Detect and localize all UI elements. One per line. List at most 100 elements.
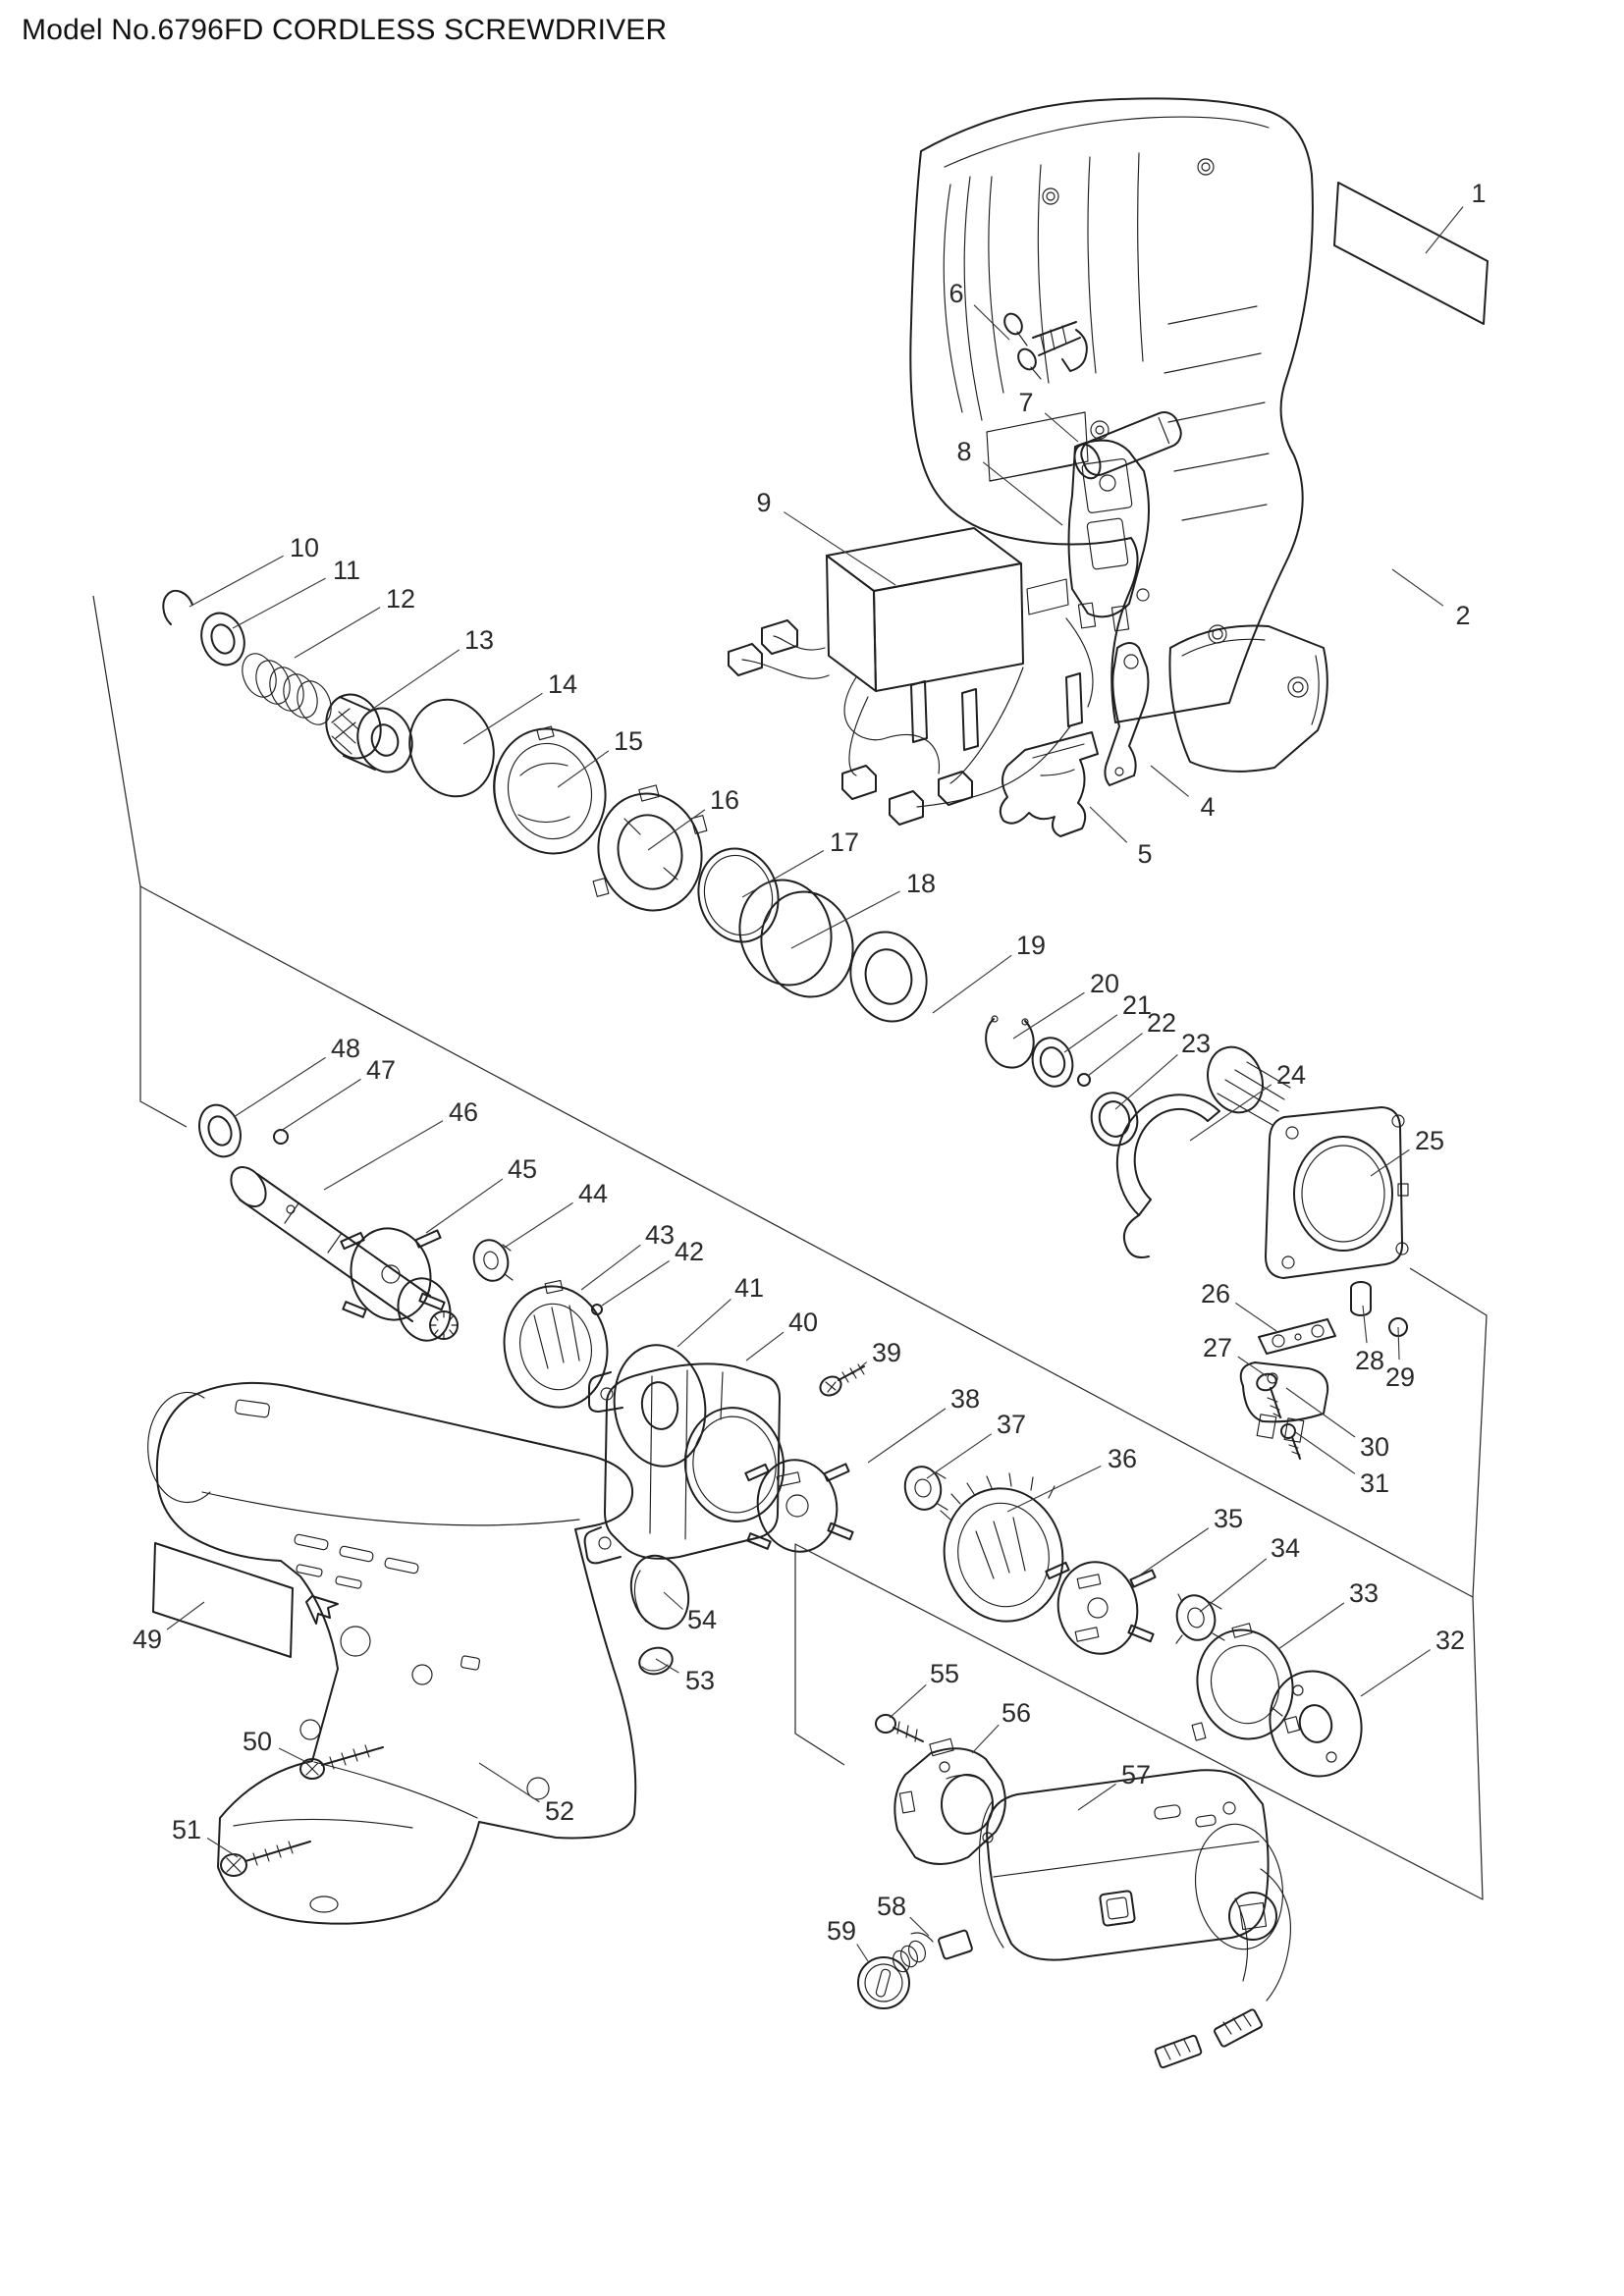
leader-line-26 xyxy=(1235,1302,1277,1332)
group-brackets xyxy=(92,595,1488,1900)
part-number-32: 32 xyxy=(1435,1626,1465,1655)
part-52-drawing xyxy=(147,1381,637,1925)
part-9-drawing xyxy=(728,527,1094,826)
leader-line-53 xyxy=(655,1658,679,1674)
leader-line-57 xyxy=(1077,1783,1116,1811)
part-15-drawing xyxy=(493,725,607,855)
part-30-drawing xyxy=(1239,1362,1329,1443)
group-bracket-motor xyxy=(794,1543,1484,1900)
part-10-drawing xyxy=(162,589,193,625)
part-1-drawing xyxy=(1333,182,1489,325)
leader-line-48 xyxy=(233,1056,326,1118)
part-number-16: 16 xyxy=(710,785,739,815)
leader-line-34 xyxy=(1199,1558,1268,1613)
part-21-drawing xyxy=(1031,1037,1074,1088)
part-number-22: 22 xyxy=(1147,1008,1176,1038)
part-11-drawing xyxy=(200,612,245,667)
part-26-drawing xyxy=(1258,1318,1336,1355)
part-number-31: 31 xyxy=(1360,1468,1389,1498)
part-12-drawing xyxy=(242,653,332,725)
part-number-28: 28 xyxy=(1355,1346,1384,1375)
leader-line-10 xyxy=(189,555,284,608)
part-number-2: 2 xyxy=(1455,601,1470,630)
part-number-30: 30 xyxy=(1360,1432,1389,1462)
leader-line-17 xyxy=(741,850,825,898)
part-28-drawing xyxy=(1350,1281,1372,1316)
part-number-42: 42 xyxy=(675,1237,704,1266)
part-number-57: 57 xyxy=(1121,1760,1151,1789)
part-5-drawing xyxy=(999,731,1099,837)
page-title: Model No.6796FD CORDLESS SCREWDRIVER xyxy=(22,14,668,46)
part-36-drawing xyxy=(940,1472,1064,1623)
part-51-drawing xyxy=(220,1841,311,1877)
part-number-47: 47 xyxy=(366,1055,396,1085)
leader-line-18 xyxy=(790,890,900,949)
part-number-27: 27 xyxy=(1203,1333,1232,1362)
part-44-drawing xyxy=(472,1239,514,1282)
part-18-drawing xyxy=(738,879,854,998)
part-19-drawing xyxy=(849,931,928,1023)
part-number-14: 14 xyxy=(548,669,577,699)
part-48-drawing xyxy=(198,1103,242,1158)
leader-line-59 xyxy=(856,1944,869,1962)
leader-line-56 xyxy=(971,1724,1000,1754)
part-number-44: 44 xyxy=(578,1179,608,1208)
leader-line-44 xyxy=(502,1201,573,1250)
leader-line-47 xyxy=(280,1078,361,1132)
part-number-43: 43 xyxy=(645,1220,675,1250)
part-58-drawing xyxy=(893,1929,973,1973)
part-number-51: 51 xyxy=(172,1815,201,1844)
part-23-drawing xyxy=(1090,1092,1139,1147)
part-number-29: 29 xyxy=(1385,1362,1415,1392)
part-number-callouts: 1245678910111213141516171819202122232425… xyxy=(133,179,1487,1946)
part-number-53: 53 xyxy=(685,1666,715,1695)
leader-line-13 xyxy=(366,649,460,714)
part-37-drawing xyxy=(903,1466,948,1511)
part-43-drawing xyxy=(503,1279,609,1409)
leader-line-14 xyxy=(462,692,543,745)
part-54-drawing xyxy=(629,1554,690,1630)
leader-line-2 xyxy=(1391,568,1444,607)
leader-line-4 xyxy=(1150,765,1189,797)
leader-line-32 xyxy=(1360,1649,1431,1697)
part-number-46: 46 xyxy=(449,1097,478,1127)
leader-line-35 xyxy=(1134,1527,1210,1579)
leader-line-37 xyxy=(926,1433,993,1479)
leader-line-58 xyxy=(909,1916,930,1937)
part-number-20: 20 xyxy=(1090,969,1119,998)
part-number-5: 5 xyxy=(1137,839,1152,869)
part-number-39: 39 xyxy=(872,1338,901,1367)
leader-line-54 xyxy=(663,1591,683,1610)
part-number-48: 48 xyxy=(331,1034,360,1063)
part-number-17: 17 xyxy=(830,828,859,857)
part-number-21: 21 xyxy=(1122,990,1152,1020)
part-number-23: 23 xyxy=(1181,1029,1211,1058)
leader-line-16 xyxy=(647,809,706,851)
leader-line-45 xyxy=(425,1178,504,1234)
leader-line-30 xyxy=(1285,1387,1356,1438)
part-6-drawing xyxy=(1003,312,1088,380)
part-number-41: 41 xyxy=(734,1273,764,1303)
part-number-49: 49 xyxy=(133,1625,162,1654)
part-number-15: 15 xyxy=(614,726,643,756)
part-number-55: 55 xyxy=(930,1659,959,1688)
leader-line-9 xyxy=(784,511,896,586)
part-39-drawing xyxy=(819,1363,865,1397)
part-16-drawing xyxy=(592,784,708,912)
part-20-drawing xyxy=(985,1015,1035,1069)
leader-line-36 xyxy=(1006,1466,1102,1513)
part-number-50: 50 xyxy=(243,1727,272,1756)
part-number-9: 9 xyxy=(756,488,771,517)
part-number-59: 59 xyxy=(827,1916,856,1946)
leader-line-7 xyxy=(1044,412,1079,443)
part-number-37: 37 xyxy=(997,1410,1026,1439)
part-35-drawing xyxy=(1045,1561,1157,1655)
leader-line-25 xyxy=(1370,1148,1410,1177)
leader-line-41 xyxy=(677,1299,731,1348)
leader-line-39 xyxy=(851,1362,868,1375)
part-59-drawing xyxy=(857,1956,910,2009)
leader-line-31 xyxy=(1293,1430,1356,1474)
leader-line-43 xyxy=(580,1244,641,1291)
part-49-drawing xyxy=(152,1542,294,1658)
